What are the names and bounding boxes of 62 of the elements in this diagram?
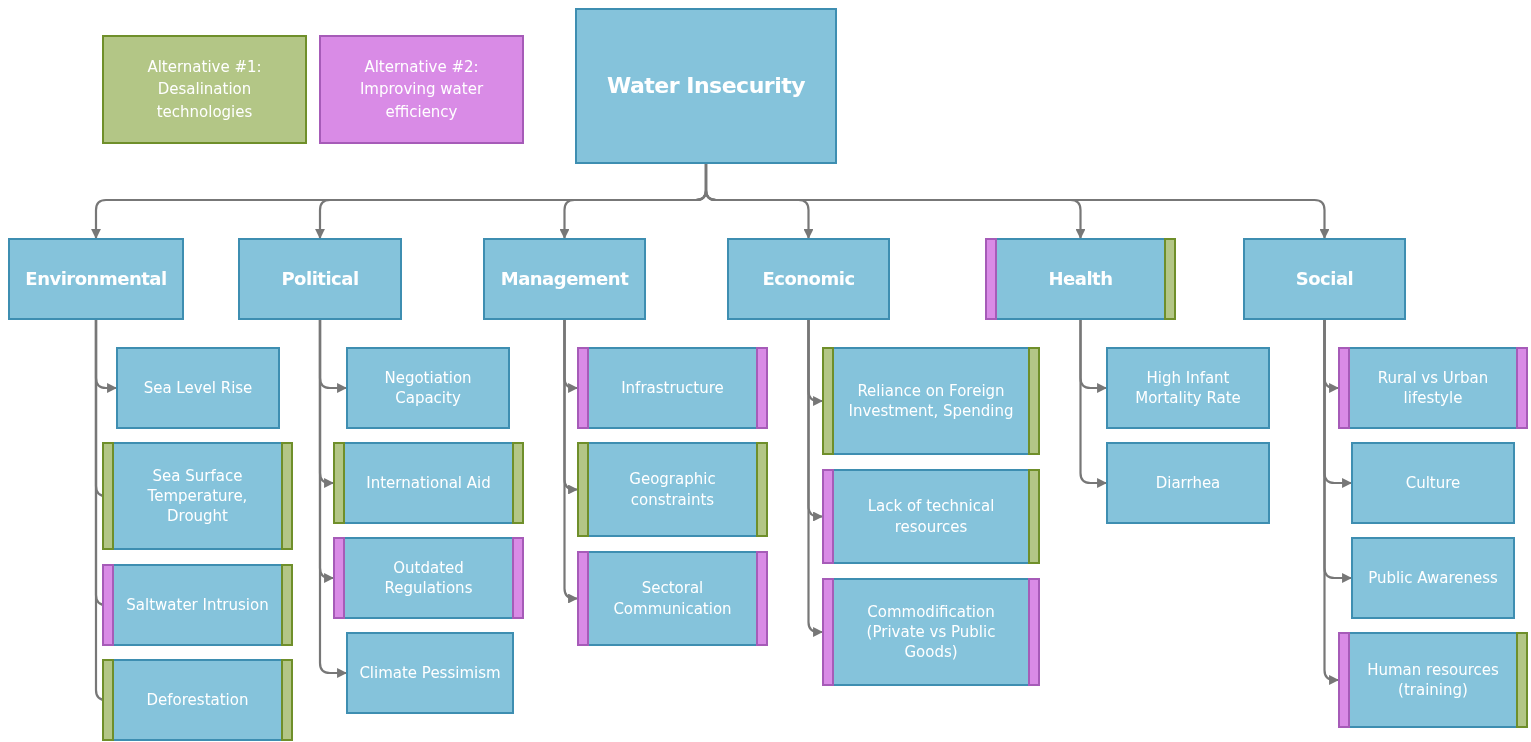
factor-box [333,442,524,524]
node-label: International Aid [365,472,492,494]
topic-box [575,8,837,164]
category-box [1243,238,1406,320]
factor-box [1106,442,1270,524]
node-label: Climate Pessimism [358,662,502,684]
node-label: Political [280,266,360,291]
category-box [483,238,646,320]
factor-box [577,442,768,537]
node-label: Outdated Regulations [383,557,474,599]
node-label: Sectoral Communication [612,578,733,619]
node-label: High Infant Mortality Rate [1134,367,1242,409]
node-label: Saltwater Intrusion [125,594,270,616]
node-label: Environmental [24,266,168,291]
category-box [985,238,1176,320]
factor-box [822,578,1040,686]
category-box [727,238,890,320]
factor-box [822,469,1040,564]
factor-box [1338,632,1528,728]
node-label: Public Awareness [1367,567,1499,589]
node-label: Health [1047,266,1114,291]
node-label: Sea Level Rise [142,377,254,399]
category-box [238,238,402,320]
node-label: Human resources (training) [1366,659,1500,701]
node-label: Reliance on Foreign Investment, Spending [847,380,1015,422]
factor-box [346,347,510,429]
connector-arrow [318,320,347,678]
factor-box [116,347,280,429]
factor-box [102,659,293,741]
node-label: Management [499,266,630,291]
node-label: Diarrhea [1154,472,1222,494]
node-label: Commodification (Private vs Public Goods) [865,601,997,663]
connector-arrow [563,320,578,604]
factor-box [822,347,1040,455]
node-label: Sea Surface Temperature, Drought [146,465,249,527]
factor-box [1106,347,1270,429]
node-label: Water Insecurity [605,72,807,101]
legend-text: Alternative #2: Improving water efficiency [358,56,485,123]
node-label: Negotiation Capacity [383,367,473,409]
node-label: Rural vs Urban lifestyle [1376,367,1490,409]
node-label: Culture [1404,472,1462,494]
factor-box [1351,537,1515,619]
factor-box [102,564,293,646]
connector-arrow [704,164,1330,239]
factor-box [102,442,293,550]
node-label: Social [1294,266,1355,291]
connector-arrow [807,320,823,637]
node-label: Economic [761,266,856,291]
factor-box [1338,347,1528,429]
node-label: Infrastructure [620,377,725,399]
factor-box [577,347,768,429]
legend-text: Alternative #1: Desalination technologies [146,56,263,123]
category-box [8,238,184,320]
factor-box [333,537,524,619]
factor-box [577,551,768,646]
node-label: Geographic constraints [628,469,717,510]
node-label: Deforestation [145,689,250,711]
node-label: Lack of technical resources [866,496,996,537]
connector-arrow [1323,320,1339,685]
factor-box [1351,442,1515,524]
factor-box [346,632,514,714]
connector-arrow [1079,320,1107,488]
